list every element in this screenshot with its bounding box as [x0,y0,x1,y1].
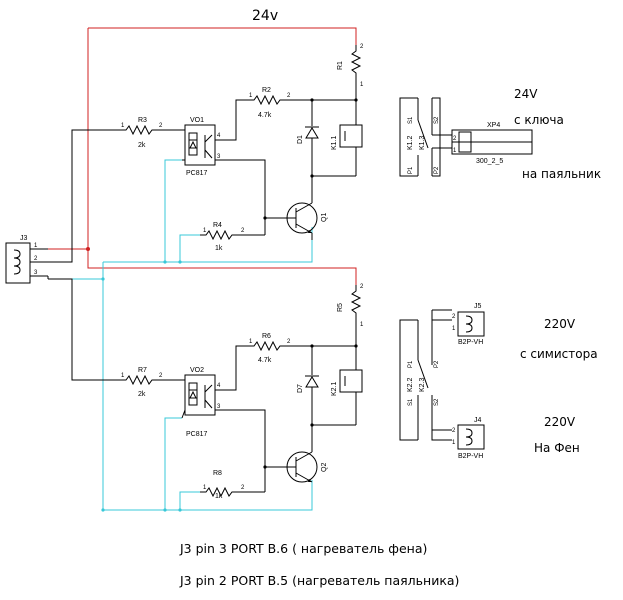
xp4-part: 300_2_5 [476,158,503,165]
r7-pin1: 1 [121,373,125,379]
r4-pin1: 1 [203,228,207,234]
r2-value: 4.7k [258,112,272,119]
vo1-part: PC817 [186,170,208,177]
r4-pin2: 2 [241,228,245,234]
connector-j3 [5,242,49,284]
k12-ref: K1.2 [407,135,414,150]
r3-value: 2k [138,142,146,149]
r1-pin2: 2 [360,44,364,50]
lower-note-j5-2: с симистора [520,347,598,361]
r6-ref: R6 [262,333,271,340]
j5-pin1: 1 [452,326,456,332]
lower-note-j5-1: 220V [544,317,576,331]
caption-line-1: J3 pin 3 PORT B.6 ( нагреватель фена) [179,541,427,556]
r4-ref: R4 [213,222,222,229]
j3-pin1: 1 [34,243,38,249]
r1-ref: R1 [337,61,344,70]
r3-pin1: 1 [121,123,125,129]
vo2-ref: VO2 [190,367,204,374]
r6-value: 4.7k [258,357,272,364]
vo1-pin3: 3 [217,154,221,160]
xp4-pin1: 1 [453,148,457,154]
j3-pin2: 2 [34,256,38,262]
control-wires [48,129,118,381]
k2-s2: S2 [434,398,440,406]
caption-line-2: J3 pin 2 PORT B.5 (нагреватель паяльника… [179,573,459,588]
upper-circuit [118,45,533,241]
r8-ref: R8 [213,470,222,477]
k2-p2: P2 [434,360,440,368]
j4-ref: J4 [474,417,482,424]
lower-note-j4-1: 220V [544,415,576,429]
r6-pin2: 2 [287,339,291,345]
k22-ref: K2.2 [407,377,414,392]
j4-pin2: 2 [452,428,456,434]
j5-part: B2P-VH [458,339,483,346]
r1-pin1: 1 [360,82,364,88]
r8-pin1: 1 [203,485,207,491]
vo2-pin4: 4 [217,383,221,389]
k23-ref: K2.3 [419,377,426,392]
vo1-pin4: 4 [217,133,221,139]
r7-pin2: 2 [159,373,163,379]
supply-label: 24v [252,8,278,24]
ground-wires [48,159,313,512]
r8-pin2: 2 [241,485,245,491]
r3-ref: R3 [138,117,147,124]
j3-ref: J3 [20,235,28,242]
k2-s1: S1 [408,398,414,406]
xp4-ref: XP4 [487,122,500,129]
vo2-pin3: 3 [217,404,221,410]
k13-ref: K1.3 [419,135,426,150]
k1-s1: S1 [408,116,414,124]
r4-value: 1k [215,245,223,252]
r8-value: 1k [215,493,223,500]
r7-ref: R7 [138,367,147,374]
vo2-part: PC817 [186,431,208,438]
j5-ref: J5 [474,303,482,310]
xp4-pin2: 2 [453,136,457,142]
j5-pin2: 2 [452,314,456,320]
q1-ref: Q1 [321,213,328,222]
d7-ref: D7 [297,384,304,393]
j4-part: B2P-VH [458,453,483,460]
j4-pin1: 1 [452,440,456,446]
k1-p2: P2 [434,166,440,174]
upper-note-2: с ключа [514,113,564,127]
r5-pin2: 2 [360,284,364,290]
lower-note-j4-2: На Фен [534,441,580,455]
k1-s2: S2 [434,116,440,124]
r2-pin2: 2 [287,93,291,99]
k1-p1: P1 [408,166,414,174]
k11-ref: K1.1 [331,135,338,150]
upper-note-1: 24V [514,87,538,101]
r5-ref: R5 [337,303,344,312]
k21-ref: K2.1 [331,381,338,396]
d1-ref: D1 [297,135,304,144]
q2-ref: Q2 [321,463,328,472]
j3-pin3: 3 [34,270,38,276]
supply-wires [48,27,357,285]
r2-ref: R2 [262,87,271,94]
r3-pin2: 2 [159,123,163,129]
vo1-ref: VO1 [190,117,204,124]
k2-p1: P1 [408,360,414,368]
lower-circuit [118,285,485,498]
r5-pin1: 1 [360,322,364,328]
r7-value: 2k [138,391,146,398]
upper-note-3: на паяльник [522,167,601,181]
r6-pin1: 1 [249,339,253,345]
r2-pin1: 1 [249,93,253,99]
